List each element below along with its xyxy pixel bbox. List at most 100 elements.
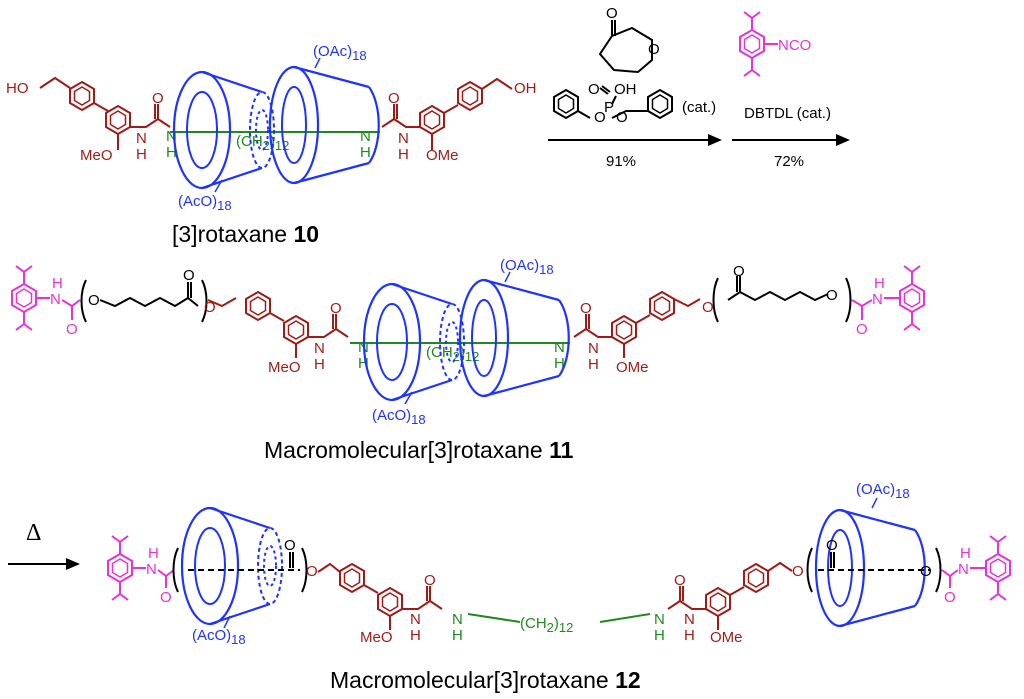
urea-h-label: H [136,146,147,163]
ester-o-right: O [702,299,714,316]
compound-11-caption: Macromolecular[3]rotaxane 11 [264,437,574,463]
left-biphenyl-arm [39,76,171,150]
stopper-n-right: N [872,291,883,308]
stopper-o-left: O [66,321,78,338]
reaction-step-2: NCO DBTDL (cat.) 72% [732,11,850,170]
urea-o-12: O [424,572,436,589]
aco-label-11: (AcO)18 [372,407,426,427]
oac-label-10: (OAc)18 [313,43,367,63]
aco-label-12: (AcO)18 [192,627,246,647]
stopper-right-12 [985,535,1011,601]
compound-12: N H O O (AcO)18 O MeO N H O N H N H (CH2… [107,481,1011,693]
step2-catalyst: DBTDL (cat.) [744,105,831,122]
stopper-h-right-12: H [960,545,971,562]
stopper-left [11,265,37,331]
axle-h-right: H [360,144,371,161]
stopper-n-left-12: N [146,561,157,578]
chain-o-right-12: O [920,563,932,580]
step2-yield: 72% [774,153,804,170]
compound-10-caption: [3]rotaxane 10 [172,221,319,247]
ome-label-12: OMe [710,629,743,646]
heat-symbol: Δ [26,520,41,546]
nco-label: NCO [778,37,811,54]
step1-catalyst: (cat.) [682,99,716,116]
chain-o-right: O [826,287,838,304]
compound-10: HO MeO N H O N H N H (CH2)12 (OAc)18 (Ac… [6,43,537,247]
urea-n-11: N [314,340,325,357]
urea-n-12: N [410,611,421,628]
reaction-step-3: Δ [8,520,80,570]
oac-label-11: (OAc)18 [500,257,554,277]
urea-o-12r: O [674,572,686,589]
urea-o-11: O [330,300,342,317]
ester-o-right-12: O [792,563,804,580]
ester-o-left-12: O [306,563,318,580]
phosphate-oh: OH [614,81,637,98]
axle-n-right-11: N [554,339,565,356]
compound-12-caption: Macromolecular[3]rotaxane 12 [330,667,641,693]
axle-n-right: N [360,128,371,145]
caprolactone-structure [598,20,653,74]
urea-h-12: H [410,627,421,644]
stopper-left-12 [107,535,133,601]
urea-h-12r: H [684,627,695,644]
stopper-h-right: H [874,275,885,292]
urea-o-11r: O [580,300,592,317]
cyclodextrin-right [268,65,380,185]
cyclodextrin-left-12 [180,506,284,626]
chain-o-left: O [88,292,100,309]
phosphate-o-top: O [588,81,600,98]
carbonyl-o-label: O [152,90,164,107]
step1-yield: 91% [606,153,636,170]
right-biphenyl-arm [381,77,513,150]
cyclodextrin-left [172,70,276,190]
carbonyl-o-label-r: O [388,90,400,107]
ho-label: HO [6,80,29,97]
stopper-o-left-12: O [160,589,172,606]
urea-h-label-r: H [398,146,409,163]
stopper-h-left: H [52,275,63,292]
compound-11: N H O O O O MeO N H O N H N H ( [11,257,925,463]
chain-co-right: O [733,263,745,280]
meo-label-12: MeO [360,629,393,646]
axle-h-right-12: H [654,627,665,644]
aco-label-10: (AcO)18 [178,193,232,213]
stopper-right [899,265,925,331]
cyclodextrin-right-12 [814,508,926,628]
axle-h-right-11: H [554,355,565,372]
stopper-n-left: N [50,291,61,308]
phosphate-o-left: O [594,109,606,126]
axle-n-right-12: N [654,611,665,628]
polycaprolactone-right [712,276,852,323]
oac-label-12: (OAc)18 [856,481,910,501]
ester-o-left: O [204,299,216,316]
stopper-o-right-12: O [944,589,956,606]
diphenyl-phosphate-structure [553,85,673,119]
stopper-n-right-12: N [958,561,969,578]
meo-label: MeO [80,147,113,164]
phosphorus-label: P [604,99,614,116]
chain-co-left-12: O [284,537,296,554]
axle-h-left-11: H [358,355,369,372]
urea-h-11r: H [588,356,599,373]
urea-n-12r: N [684,611,695,628]
urea-n-label: N [136,130,147,147]
ome-label: OMe [426,147,459,164]
meo-label-11: MeO [268,359,301,376]
ome-label-11: OMe [616,359,649,376]
phosphate-o-right: O [616,109,628,126]
urea-n-11r: N [588,340,599,357]
ring-o-label: O [648,41,660,58]
reaction-step-1: O O O P O O OH (cat.) 91% [548,5,722,170]
stopper-o-right: O [856,321,868,338]
urea-h-11: H [314,356,325,373]
cyclodextrin-right-11 [458,278,570,398]
axle-n-left: N [166,128,177,145]
chain-co-right-12: O [826,537,838,554]
axle-n-left-12: N [452,611,463,628]
ch2-label-12: (CH2)12 [520,615,573,635]
urea-n-label-r: N [398,130,409,147]
isocyanate-aryl [739,11,765,77]
chain-co-left: O [183,267,195,284]
